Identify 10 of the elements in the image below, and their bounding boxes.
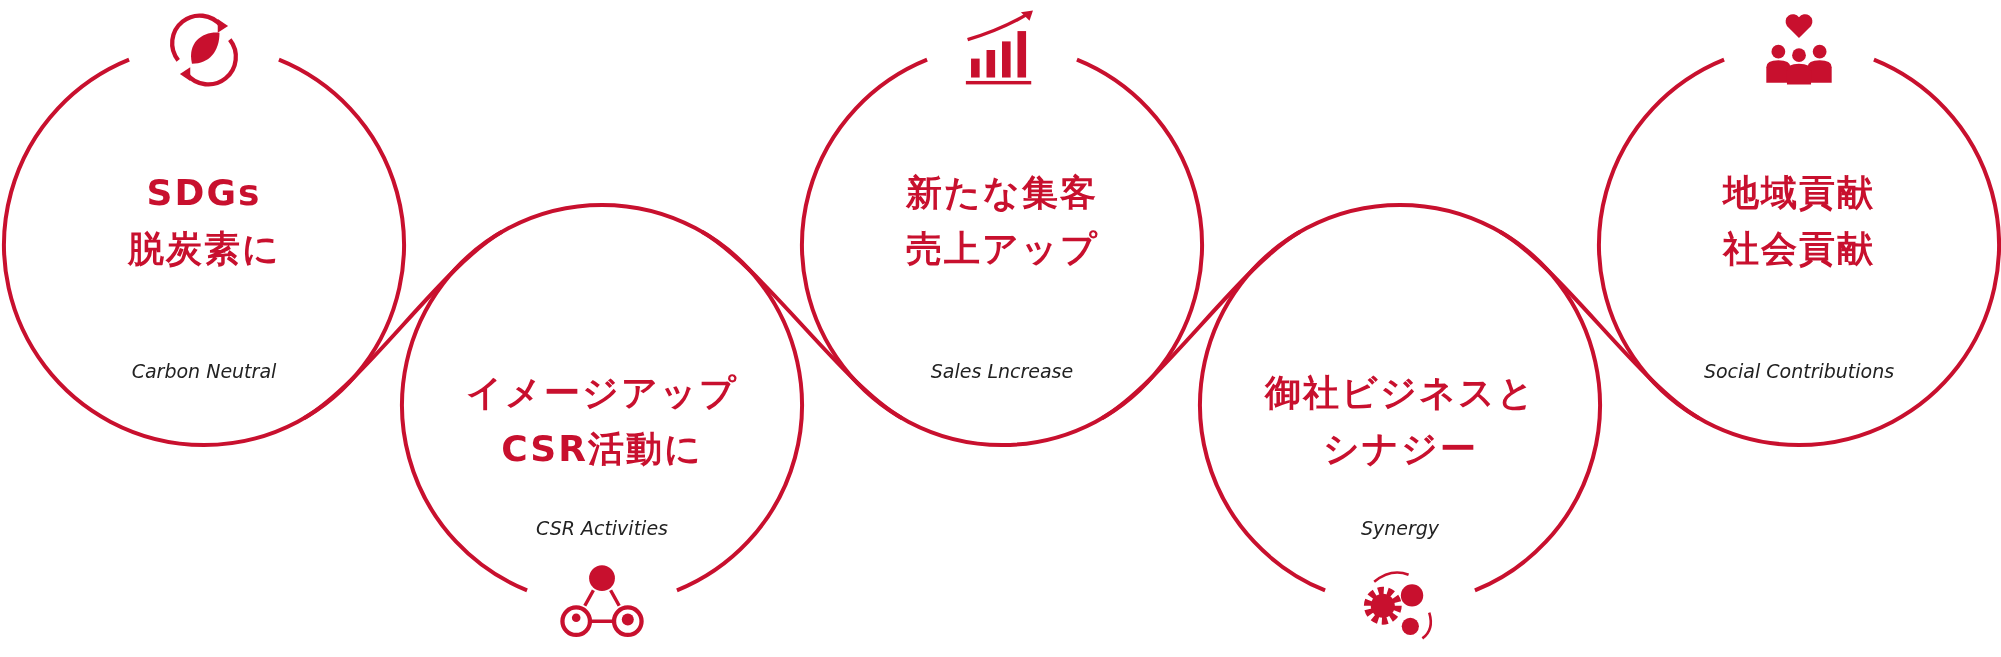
subtitle-text: Carbon Neutral xyxy=(130,360,278,382)
heading-text: 地域貢献社会貢献 xyxy=(1721,171,1876,271)
heading-text: 新たな集客売上アップ xyxy=(904,171,1100,271)
subtitle-text: Synergy xyxy=(1359,517,1441,539)
heading-text: 御社ビジネスとシナジー xyxy=(1263,371,1537,471)
heading-text: イメージアップCSR活動に xyxy=(465,371,739,471)
subtitle-text: CSR Activities xyxy=(535,517,669,539)
heading-text: SDGs 脱炭素に xyxy=(126,171,282,271)
subtitle-text: Social Contributions xyxy=(1702,360,1896,382)
subtitle-text: Sales Lncrease xyxy=(929,360,1075,382)
